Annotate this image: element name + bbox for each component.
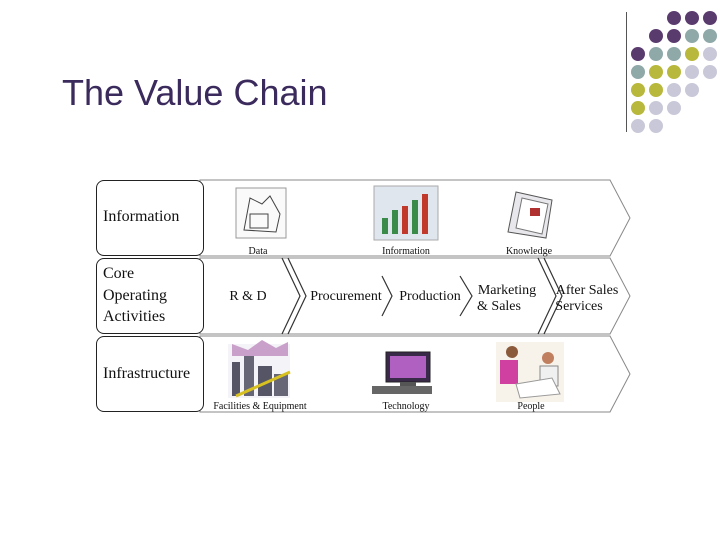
information-row-label-box: Information xyxy=(96,180,204,256)
decorative-dot xyxy=(631,47,645,61)
decorative-dot xyxy=(685,47,699,61)
decorative-dot xyxy=(703,11,717,25)
stage-aftersales-line2: Services xyxy=(555,299,602,314)
chevron-divider-1 xyxy=(281,257,301,335)
decorative-dot xyxy=(667,11,681,25)
chevron-divider-2 xyxy=(381,275,393,317)
chevron-divider-4 xyxy=(537,257,557,335)
chevron-divider-3 xyxy=(459,275,473,317)
decorative-dot xyxy=(667,29,681,43)
info-item-knowledge: Knowledge xyxy=(506,246,553,257)
decorative-dot-grid xyxy=(0,0,720,140)
infrastructure-row-label-box: Infrastructure xyxy=(96,336,204,412)
decorative-dot xyxy=(631,83,645,97)
decorative-dot xyxy=(685,29,699,43)
decorative-dot xyxy=(649,119,663,133)
people-meeting-icon xyxy=(496,342,564,402)
stage-aftersales-line1: After Sales xyxy=(556,283,619,298)
decorative-divider-line xyxy=(626,12,627,132)
decorative-dot xyxy=(649,65,663,79)
chevron-divider-4b xyxy=(543,257,563,335)
technology-computer-icon xyxy=(372,351,432,394)
core-row-label-box: Core Operating Activities xyxy=(96,258,204,334)
stage-production: Production xyxy=(399,289,460,304)
stage-marketing-line1: Marketing xyxy=(478,283,536,298)
info-item-information: Information xyxy=(382,246,430,257)
chevron-divider-1b xyxy=(287,257,307,335)
decorative-dot xyxy=(703,65,717,79)
infra-item-technology: Technology xyxy=(382,401,429,412)
data-picture-icon xyxy=(235,187,287,239)
information-bar-chart-icon xyxy=(373,185,439,241)
decorative-dot xyxy=(649,47,663,61)
decorative-dot xyxy=(631,101,645,115)
knowledge-newspaper-icon xyxy=(507,191,553,239)
decorative-dot xyxy=(649,29,663,43)
slide-title: The Value Chain xyxy=(62,72,328,113)
facilities-factory-icon xyxy=(228,340,291,398)
info-item-data: Data xyxy=(249,246,268,257)
decorative-dot xyxy=(703,47,717,61)
decorative-dot xyxy=(685,83,699,97)
decorative-dot xyxy=(685,11,699,25)
decorative-dot xyxy=(703,29,717,43)
decorative-dot xyxy=(667,83,681,97)
stage-procurement: Procurement xyxy=(310,289,382,304)
decorative-dot xyxy=(667,47,681,61)
stage-marketing-line2: & Sales xyxy=(477,299,521,314)
stage-rnd: R & D xyxy=(229,289,266,304)
decorative-dot xyxy=(631,119,645,133)
infra-item-people: People xyxy=(517,401,545,412)
infrastructure-row-label: Infrastructure xyxy=(103,365,191,382)
decorative-dot xyxy=(667,101,681,115)
core-label-line1: Core xyxy=(103,265,135,282)
decorative-dot xyxy=(667,65,681,79)
core-label-line2: Operating xyxy=(103,287,167,304)
decorative-dot xyxy=(649,101,663,115)
decorative-dot xyxy=(631,65,645,79)
core-label-line3: Activities xyxy=(103,308,166,325)
decorative-dot xyxy=(649,83,663,97)
information-row-label: Information xyxy=(103,208,180,225)
infra-item-facilities: Facilities & Equipment xyxy=(213,401,307,412)
decorative-dot xyxy=(685,65,699,79)
